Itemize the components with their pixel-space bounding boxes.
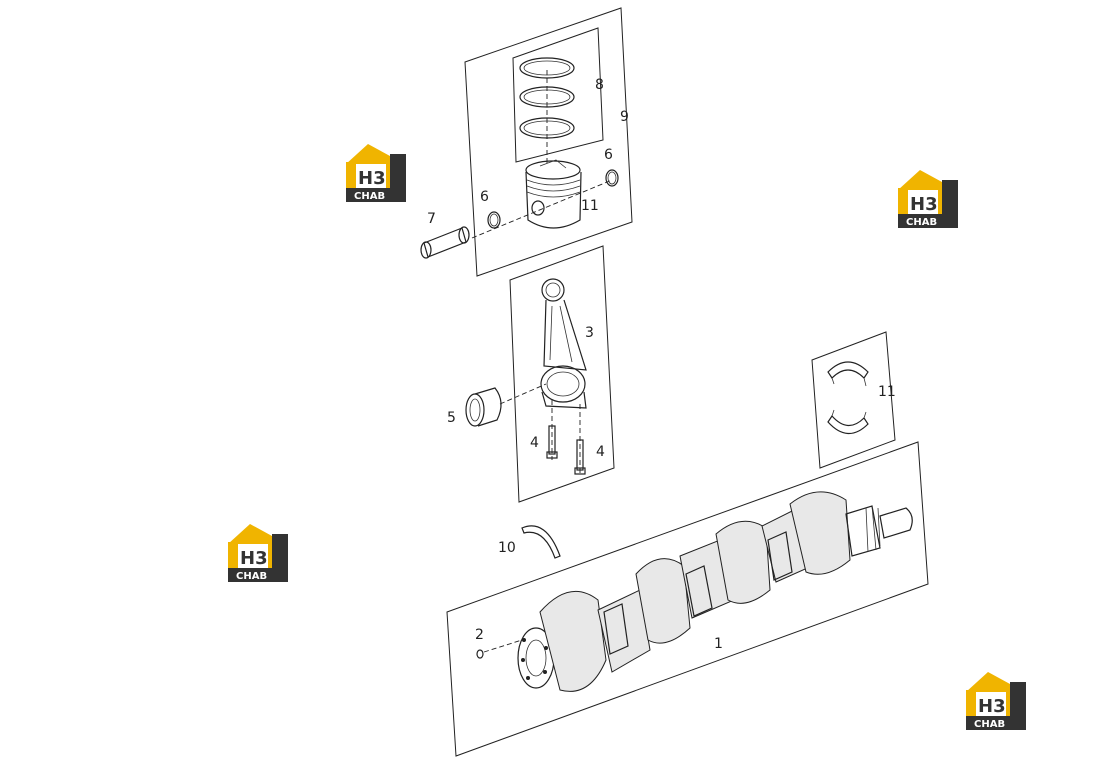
watermark-text: CHAB [354,191,385,202]
crankshaft-frame [446,441,929,757]
piston-pin [420,226,470,259]
callout-bushing: 5 [447,410,456,426]
con-rod-bolt-left [546,425,558,459]
piston-assembly-frame [464,7,633,277]
con-rod-bolt-right [574,439,586,475]
callout-piston: 11 [581,198,599,214]
callout-piston-assembly: 9 [620,109,629,125]
watermark-mark-text: H3 [240,548,268,569]
watermark-mark-text: H3 [910,194,938,215]
piston-rings-frame [512,27,604,163]
crankshaft [517,491,913,692]
main-bearing-upper [827,361,869,387]
main-bearing-lower [827,409,869,435]
callout-bolt-right: 4 [596,444,605,460]
watermark-text: CHAB [906,217,937,228]
watermark-text: CHAB [974,719,1005,730]
snap-ring-left [487,211,501,229]
watermark-mark-text: H3 [978,696,1006,717]
watermark-logo: H3 CHAB [346,144,406,202]
watermark-logo: H3 CHAB [966,672,1026,730]
callout-thrust-washer: 10 [498,540,516,556]
snap-ring-right [605,169,619,187]
callout-piston-rings: 8 [595,77,604,93]
bushing [465,383,547,427]
watermark-logo: H3 CHAB [898,170,958,228]
watermark-text: CHAB [236,571,267,582]
watermark-logo: H3 CHAB [228,524,288,582]
dowel-pin [476,639,523,659]
callout-crankshaft: 1 [714,636,723,652]
callout-pin: 2 [475,627,484,643]
piston [525,159,582,229]
callout-connecting-rod: 3 [585,325,594,341]
main-bearing-frame [811,331,896,469]
thrust-washer [521,525,561,559]
callout-bolt-left: 4 [530,435,539,451]
callout-snap-ring-left: 6 [480,189,489,205]
callout-snap-ring-right: 6 [604,147,613,163]
connecting-rod [540,278,587,474]
callout-piston-pin: 7 [427,211,436,227]
watermark-mark-text: H3 [358,168,386,189]
connecting-rod-frame [509,245,615,503]
piston-rings [519,57,575,165]
callout-main-bearing: 11 [878,384,896,400]
